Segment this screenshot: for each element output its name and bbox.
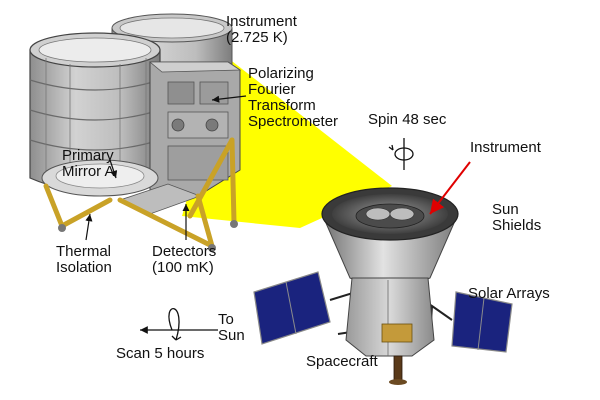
label-thermal-isolation-line-2: Isolation (56, 259, 112, 276)
label-sun-shields: Sun Shields (492, 202, 541, 234)
label-spacecraft: Spacecraft (306, 354, 378, 370)
label-sun-shields-line-2: Shields (492, 217, 542, 234)
label-instrument-temp: Instrument (2.725 K) (226, 14, 297, 46)
label-spectrometer-line-3: Transform (248, 97, 316, 114)
label-detectors-line-1: Detectors (152, 243, 217, 260)
label-to-sun-line-2: Sun (218, 327, 245, 344)
label-scan-text: Scan 5 hours (116, 345, 205, 362)
label-instrument-pointer: Instrument (470, 140, 541, 156)
label-primary-mirror-line-1: Primary (62, 147, 114, 164)
label-sun-shields-line-1: Sun (492, 201, 519, 218)
solar-array-left (253, 271, 331, 345)
label-instrument-temp-line-1: Instrument (226, 13, 297, 30)
label-instrument-pointer-text: Instrument (470, 139, 541, 156)
label-spacecraft-text: Spacecraft (306, 353, 378, 370)
label-solar-arrays-text: Solar Arrays (468, 285, 550, 302)
thermal-isolation-legs (43, 137, 237, 249)
label-scan: Scan 5 hours (116, 346, 204, 362)
primary-mirror-pointer (109, 159, 118, 179)
label-detectors-line-2: (100 mK) (152, 259, 214, 276)
label-to-sun-line-1: To (218, 311, 234, 328)
instrument-assembly (29, 13, 242, 252)
label-spin: Spin 48 sec (368, 112, 446, 128)
solar-array-right (451, 291, 513, 353)
label-spectrometer-line-4: Spectrometer (248, 113, 339, 130)
thermal-isolation-pointer (85, 213, 93, 241)
instrument-pointer-arrow (429, 161, 471, 215)
spectrometer-pointer (211, 95, 247, 103)
label-instrument-temp-line-2: (2.725 K) (226, 29, 288, 46)
label-solar-arrays: Solar Arrays (468, 286, 550, 302)
spin-icon (388, 138, 414, 170)
label-spectrometer-line-2: Fourier (248, 81, 296, 98)
label-thermal-isolation: Thermal Isolation (56, 244, 112, 276)
label-to-sun: To Sun (218, 312, 245, 344)
scan-icon (140, 307, 218, 341)
label-primary-mirror: Primary Mirror A (62, 148, 115, 180)
label-spectrometer: Polarizing Fourier Transform Spectromete… (248, 66, 338, 130)
label-thermal-isolation-line-1: Thermal (56, 243, 112, 260)
label-detectors: Detectors (100 mK) (152, 244, 216, 276)
label-spin-text: Spin 48 sec (368, 111, 447, 128)
spacecraft-assembly (253, 187, 513, 385)
label-spectrometer-line-1: Polarizing (248, 65, 314, 82)
label-primary-mirror-line-2: Mirror A (62, 163, 115, 180)
